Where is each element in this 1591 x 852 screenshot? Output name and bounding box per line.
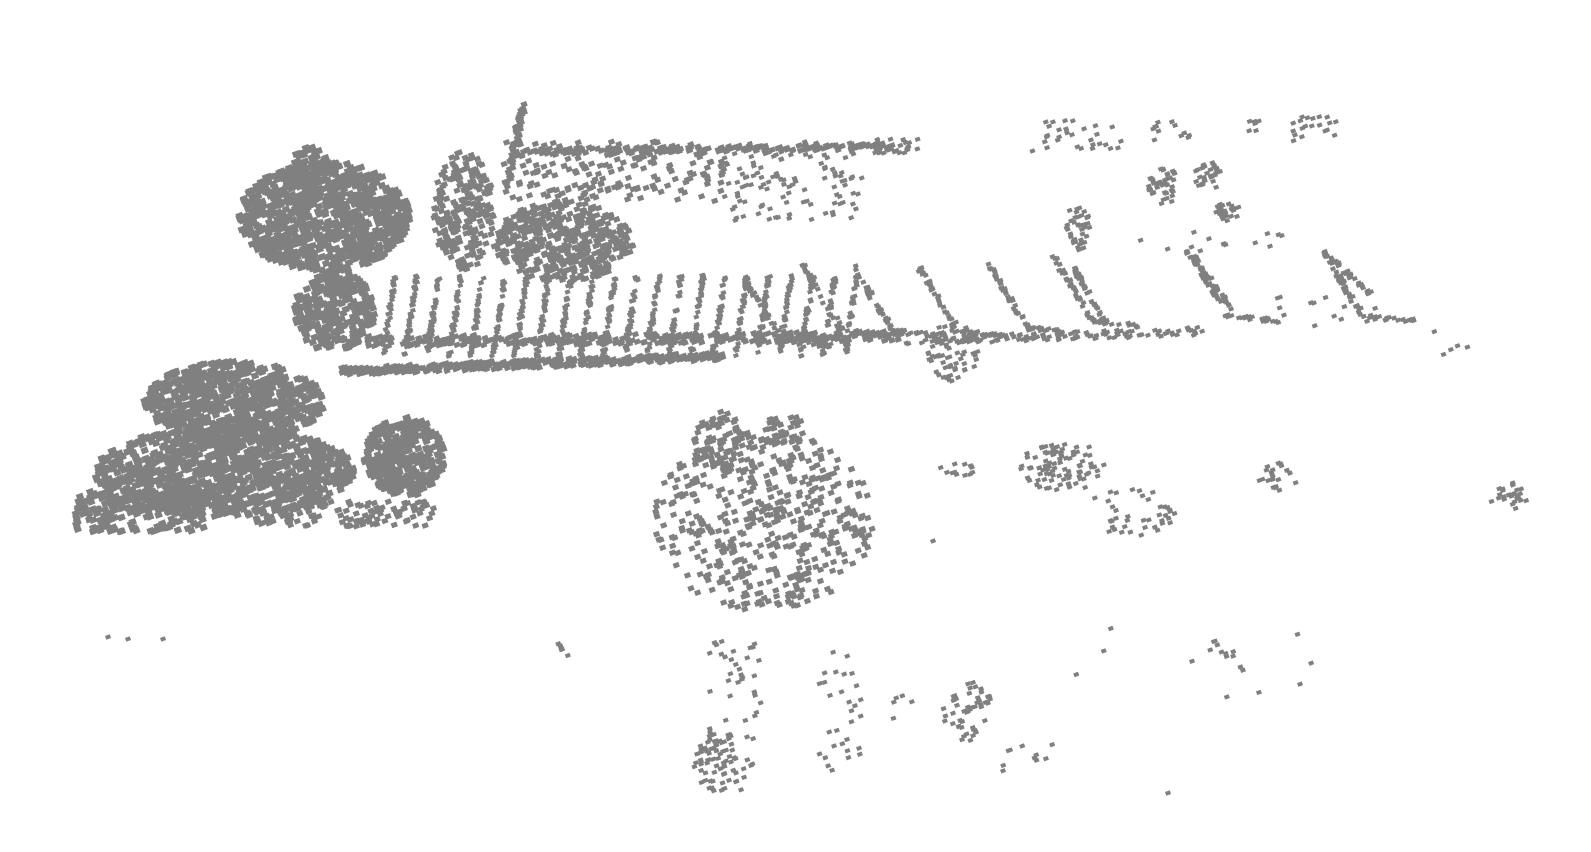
point-cloud-render[interactable] xyxy=(0,0,1591,852)
point-cloud-viewport[interactable] xyxy=(0,0,1591,852)
